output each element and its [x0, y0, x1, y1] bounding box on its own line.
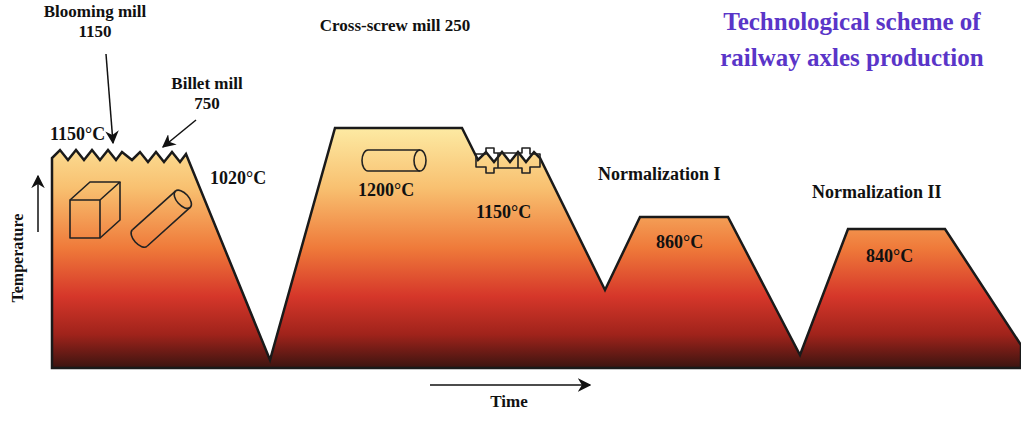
temperature-value: 1150°C — [476, 202, 531, 223]
leader-arrow — [163, 120, 196, 147]
leader-arrow — [106, 54, 113, 143]
stage-label: Normalization I — [598, 164, 720, 185]
mill-label: Billet mill 750 — [161, 74, 253, 113]
temperature-value: 1020°C — [210, 168, 266, 189]
axle-icon — [476, 148, 540, 173]
axis-label: Time — [490, 392, 527, 412]
temperature-value: 1150°C — [50, 124, 105, 145]
temperature-profile — [52, 128, 1021, 368]
temperature-axis-arrow — [37, 176, 39, 232]
axis-label: Temperature — [9, 214, 27, 303]
time-axis-arrow — [430, 384, 590, 386]
billet-icon — [128, 187, 195, 250]
temperature-value: 1200°C — [358, 180, 414, 201]
round-billet-icon — [362, 150, 426, 171]
stage-label: Normalization II — [812, 182, 942, 203]
temperature-value: 840°C — [866, 246, 913, 267]
diagram-title: Technological scheme of railway axles pr… — [688, 4, 1016, 76]
temperature-value: 860°C — [656, 232, 703, 253]
mill-label: Cross-screw mill 250 — [305, 16, 485, 36]
bloom-block-icon — [70, 182, 120, 238]
mill-label: Blooming mill 1150 — [30, 2, 160, 41]
